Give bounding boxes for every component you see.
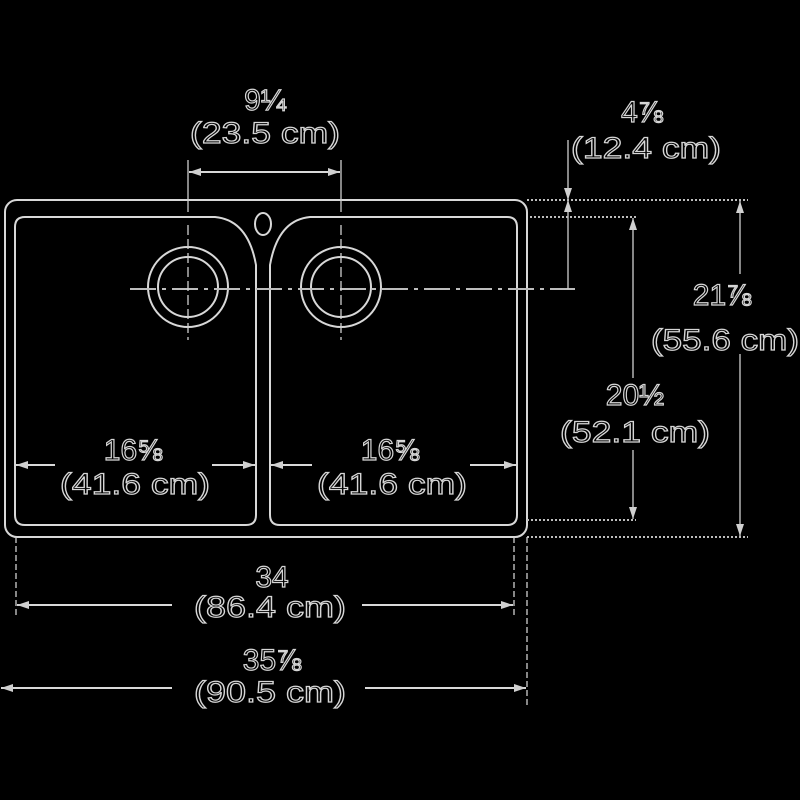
dim-label-imperial: 4⅞ xyxy=(621,96,664,129)
dim-label-metric: (55.6 cm) xyxy=(651,324,799,357)
sink-outline xyxy=(4,199,575,538)
faucet-hole xyxy=(254,212,272,236)
dim-label-imperial: 16⅝ xyxy=(361,434,420,467)
dimension-drain-offset: 4⅞ (12.4 cm) xyxy=(564,95,722,289)
dimension-left-bowl-width: 16⅝ (41.6 cm) xyxy=(16,433,255,502)
dimension-right-bowl-width: 16⅝ (41.6 cm) xyxy=(271,433,516,502)
dimension-drain-spacing: 9¼ (23.5 cm) xyxy=(187,83,342,212)
left-basin xyxy=(14,216,257,526)
dimension-overall-width: 35⅞ (90.5 cm) xyxy=(1,537,528,710)
dim-label-imperial: 20½ xyxy=(606,379,664,412)
dim-label-metric: (52.1 cm) xyxy=(560,416,710,449)
dim-label-metric: (90.5 cm) xyxy=(194,676,346,709)
dim-label-metric: (41.6 cm) xyxy=(317,468,467,501)
dimension-overall-depth: 21⅞ (55.6 cm) xyxy=(650,201,800,536)
dim-label-imperial: 21⅞ xyxy=(693,279,752,312)
dim-label-imperial: 16⅝ xyxy=(104,434,163,467)
dimension-inner-width: 34 (86.4 cm) xyxy=(15,537,515,625)
dim-label-metric: (12.4 cm) xyxy=(571,132,721,165)
sink-rim xyxy=(4,199,528,538)
right-basin xyxy=(269,216,518,526)
dim-label-metric: (41.6 cm) xyxy=(60,468,210,501)
dim-label-imperial: 34 xyxy=(255,561,288,594)
dimension-bowl-depth: 20½ (52.1 cm) xyxy=(556,218,714,519)
dim-label-imperial: 9¼ xyxy=(244,84,287,117)
dim-label-metric: (23.5 cm) xyxy=(190,117,340,150)
dim-label-metric: (86.4 cm) xyxy=(194,591,346,624)
dim-label-imperial: 35⅞ xyxy=(243,644,302,677)
